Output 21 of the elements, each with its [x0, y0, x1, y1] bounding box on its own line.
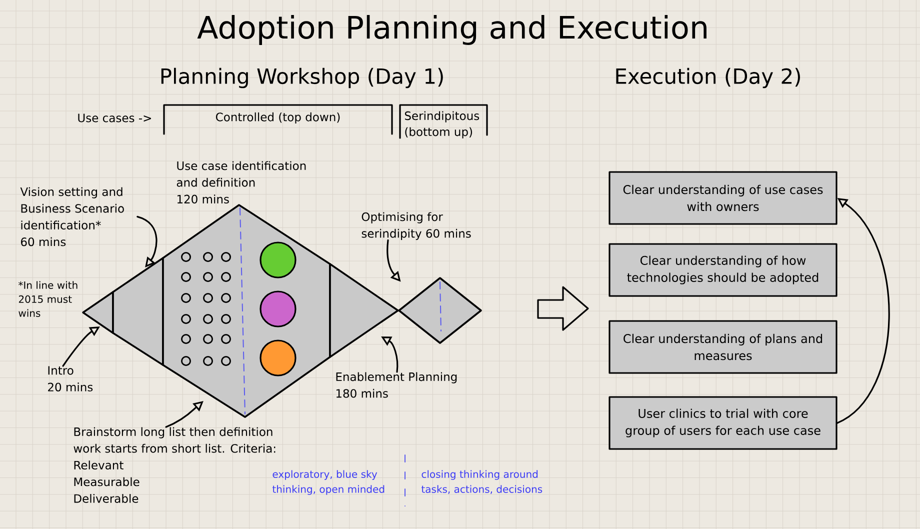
- small-diamond: [398, 277, 482, 344]
- process-box: User clinics to trial with core group of users for each use case: [608, 396, 838, 450]
- title: Adoption Planning and Execution: [197, 15, 706, 45]
- heading: Execution (Day 2): [616, 68, 800, 88]
- annotation: exploratory, blue sky thinking, open minded: [272, 470, 384, 495]
- process-box: Clear understanding of plans and measures: [608, 320, 838, 374]
- process-box: Clear understanding of how technologies should be adopted: [608, 243, 838, 297]
- row-label: Use cases ->: [78, 114, 151, 122]
- diamond-segment: [329, 263, 399, 358]
- callout-text: Vision setting and Business Scenario identification* 60 mins: [20, 187, 124, 246]
- process-box: Clear understanding of use cases with owners: [608, 171, 838, 225]
- callout-text: Enablement Planning 180 mins: [336, 372, 457, 398]
- callout-text: Optimising for serindipity 60 mins: [362, 212, 471, 240]
- curved-arrow: [836, 198, 890, 424]
- heading: Planning Workshop (Day 1): [161, 68, 443, 88]
- bracket-label: Controlled (top down): [163, 104, 393, 135]
- node-caption: Use case identification and definition 120 mins: [176, 161, 306, 204]
- callout-text: Intro 20 mins: [48, 366, 93, 392]
- footnote: *In line with 2015 must wins: [18, 281, 78, 317]
- annotation: closing thinking around tasks, actions, decisions: [421, 470, 542, 494]
- bracket-label: Serindipitous (bottom up): [399, 104, 488, 139]
